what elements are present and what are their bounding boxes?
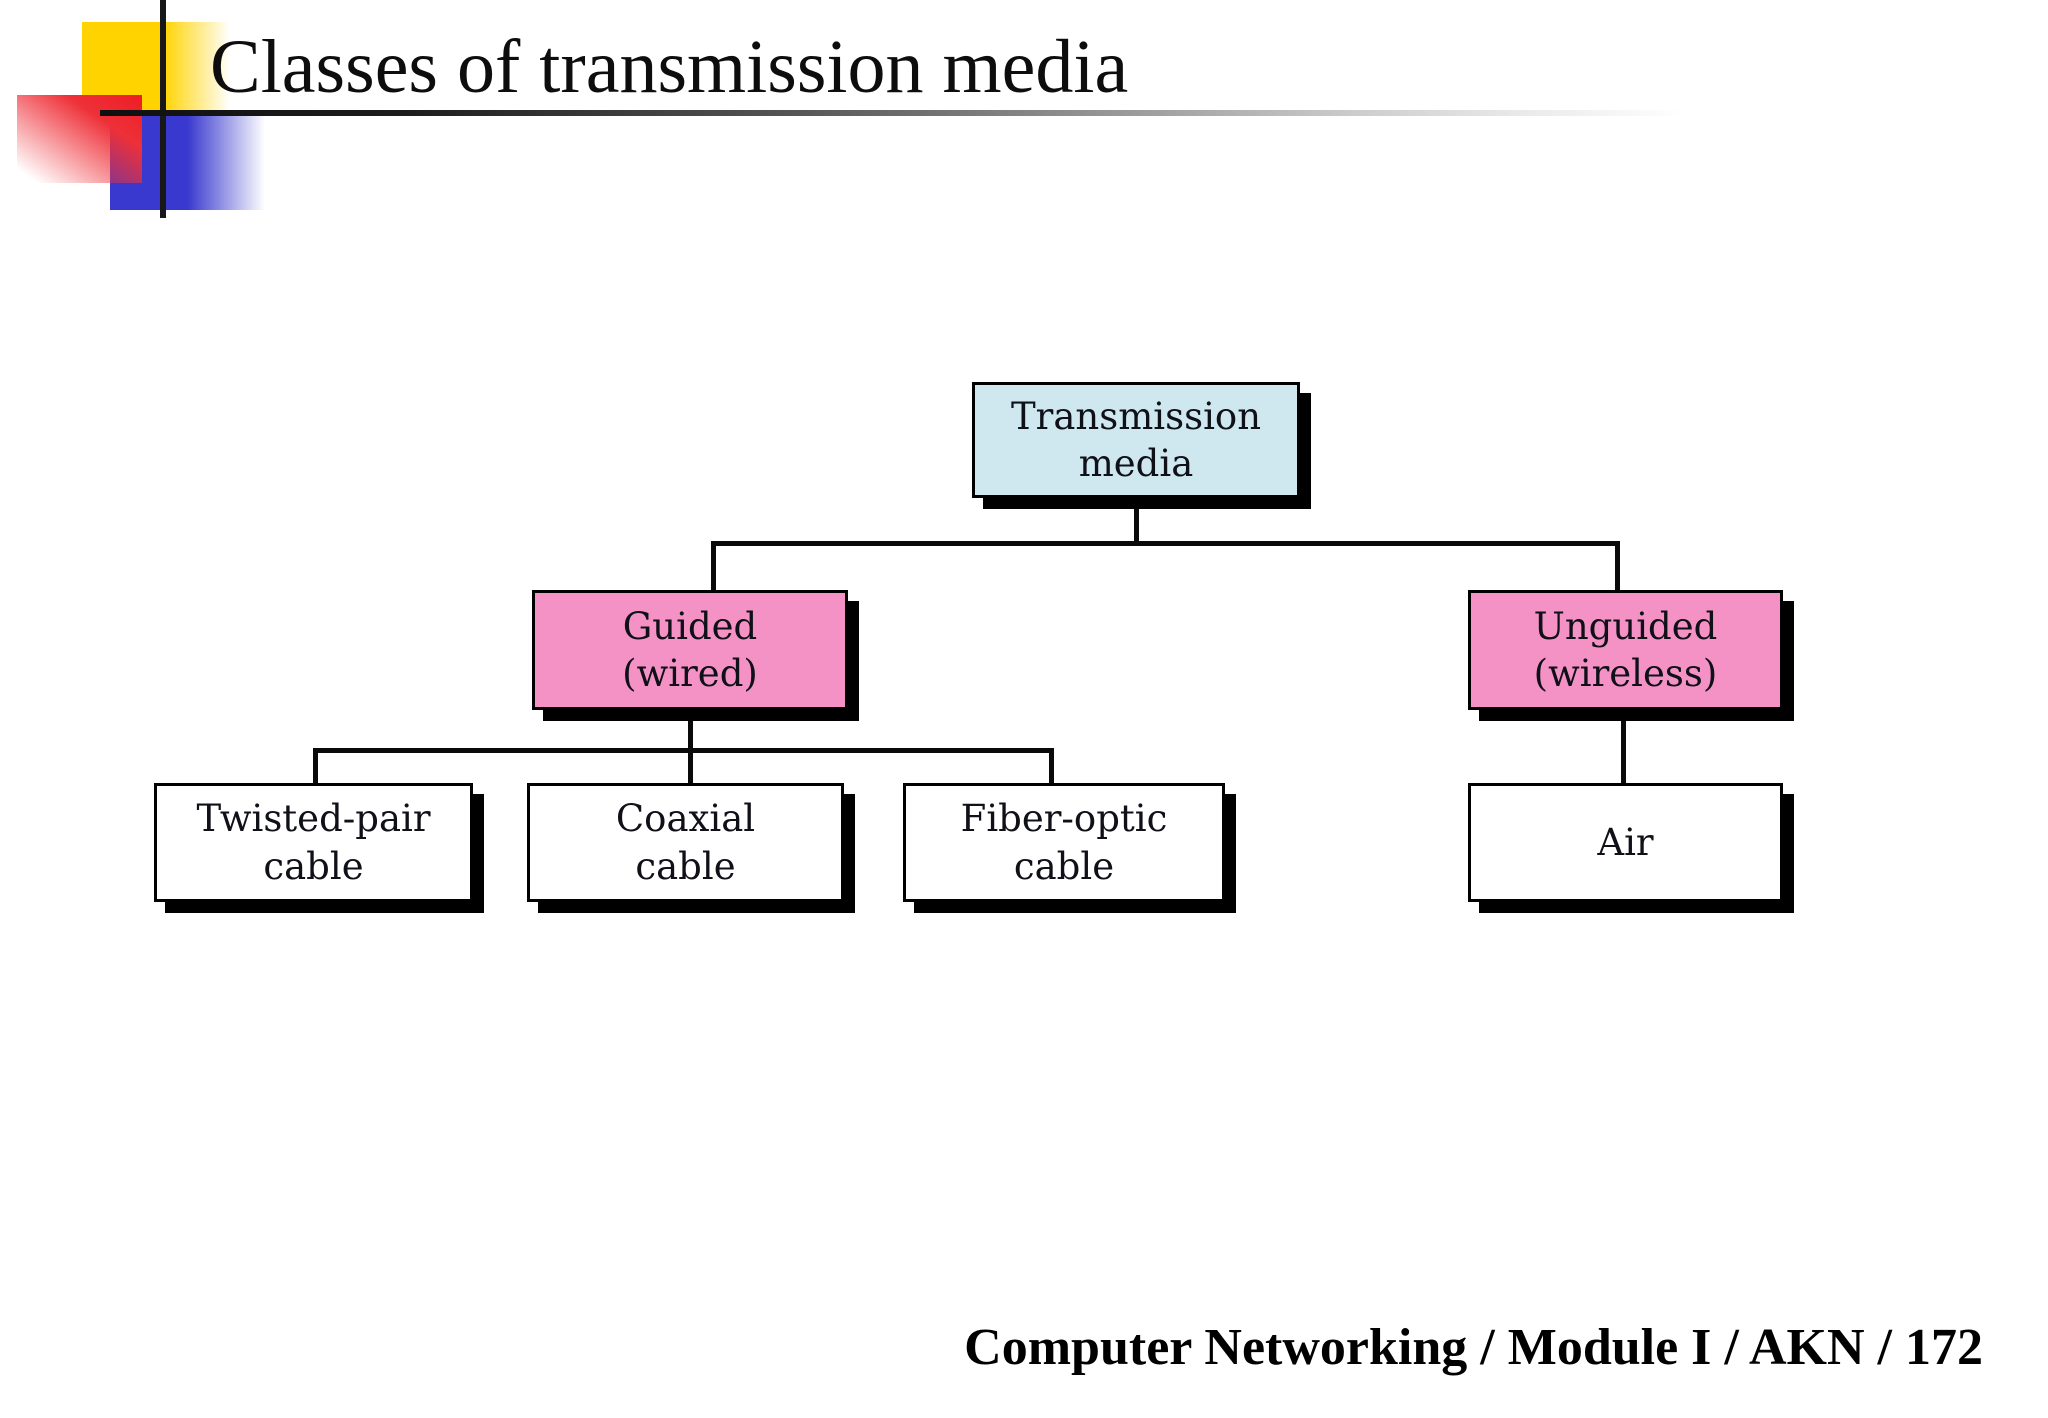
connector-root-stem bbox=[1134, 498, 1139, 546]
node-air: Air bbox=[1468, 783, 1783, 902]
node-coaxial-cable: Coaxial cable bbox=[527, 783, 844, 902]
node-label: Guided (wired) bbox=[622, 604, 758, 695]
node-unguided: Unguided (wireless) bbox=[1468, 590, 1783, 710]
node-label: Twisted-pair cable bbox=[196, 797, 431, 888]
node-label: Fiber-optic cable bbox=[960, 797, 1168, 888]
connector-level2-horizontal bbox=[313, 748, 1054, 753]
connector-fiber-optic-drop bbox=[1049, 748, 1054, 783]
title-underline bbox=[100, 110, 1750, 116]
node-label: Coaxial cable bbox=[615, 797, 756, 888]
node-twisted-pair-cable: Twisted-pair cable bbox=[154, 783, 473, 902]
node-label: Air bbox=[1597, 820, 1654, 864]
page-title: Classes of transmission media bbox=[210, 25, 1129, 109]
connector-guided-stem bbox=[688, 710, 693, 783]
connector-air-stem bbox=[1621, 710, 1626, 783]
connector-guided-drop bbox=[711, 541, 716, 590]
connector-twisted-pair-drop bbox=[313, 748, 318, 783]
connector-level1-horizontal bbox=[711, 541, 1620, 546]
node-transmission-media: Transmission media bbox=[972, 382, 1300, 498]
node-fiber-optic-cable: Fiber-optic cable bbox=[903, 783, 1225, 902]
slide-footer: Computer Networking / Module I / AKN / 1… bbox=[964, 1319, 1983, 1376]
node-label: Transmission media bbox=[1010, 394, 1262, 485]
deco-vertical-line bbox=[160, 0, 166, 218]
connector-unguided-drop bbox=[1615, 541, 1620, 590]
node-label: Unguided (wireless) bbox=[1533, 604, 1718, 695]
node-guided: Guided (wired) bbox=[532, 590, 848, 710]
deco-red-square bbox=[17, 95, 142, 183]
